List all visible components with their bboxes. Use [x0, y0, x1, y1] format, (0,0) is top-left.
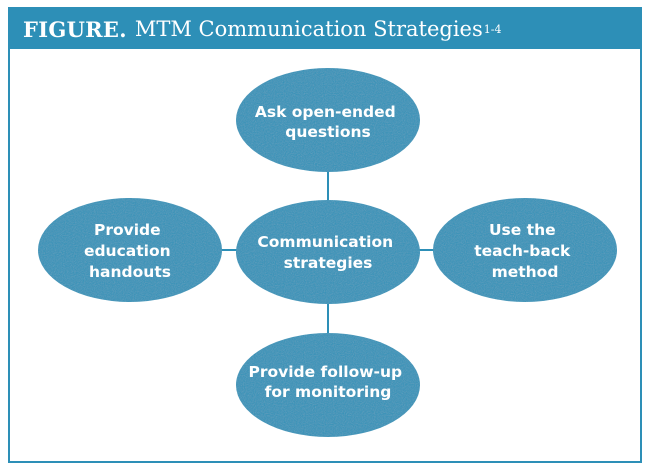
figure-label: FIGURE. — [23, 16, 127, 42]
node-right-line-1: Use the — [489, 221, 556, 239]
node-left-line-1: Provide — [94, 221, 161, 239]
node-bottom-line-1: Provide follow-up — [248, 363, 402, 381]
node-center: Communication strategies — [236, 200, 420, 304]
node-left: Provide education handouts — [38, 198, 222, 302]
figure-header: FIGURE. MTM Communication Strategies 1-4 — [10, 9, 640, 49]
figure-superscript: 1-4 — [483, 22, 502, 36]
node-top-label: Ask open-ended questions — [255, 103, 401, 141]
node-right: Use the teach-back method — [433, 198, 617, 302]
figure-title: MTM Communication Strategies — [134, 17, 483, 41]
node-right-label: Use the teach-back method — [474, 221, 576, 281]
node-left-label: Provide education handouts — [84, 221, 176, 281]
node-top-line-2: questions — [285, 123, 371, 141]
node-center-label: Communication strategies — [257, 233, 398, 272]
node-bottom-label: Provide follow-up for monitoring — [248, 363, 407, 401]
node-top: Ask open-ended questions — [236, 68, 420, 172]
node-top-line-1: Ask open-ended — [255, 103, 396, 121]
node-left-line-2: education — [84, 242, 171, 260]
node-right-line-3: method — [492, 263, 559, 281]
node-bottom: Provide follow-up for monitoring — [236, 333, 420, 437]
node-right-line-2: teach-back — [474, 242, 571, 260]
node-left-line-3: handouts — [89, 263, 171, 281]
node-center-line-2: strategies — [284, 254, 373, 272]
node-bottom-line-2: for monitoring — [265, 383, 392, 401]
node-center-line-1: Communication — [257, 233, 393, 251]
